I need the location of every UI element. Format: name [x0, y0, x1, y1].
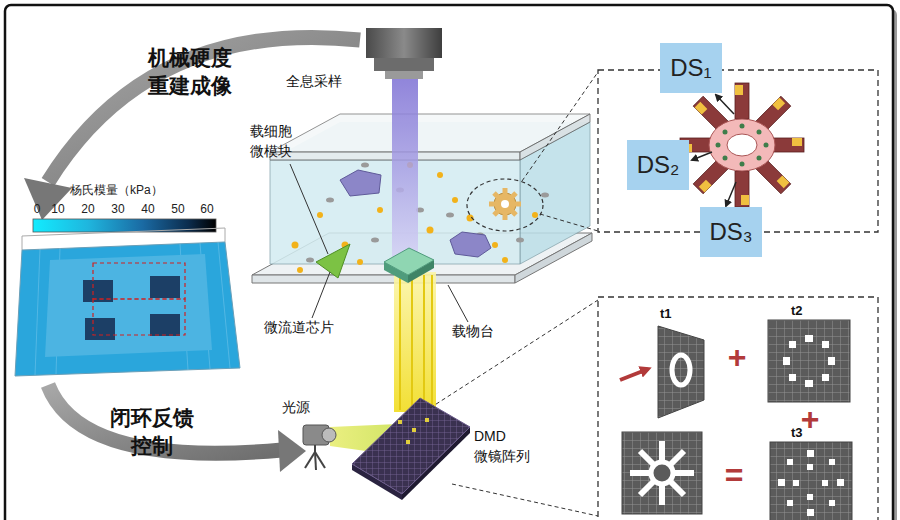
tick-label: 20: [76, 202, 100, 216]
detail-box: [598, 297, 878, 520]
node-text: DS₃: [709, 218, 752, 246]
objective-lens: [366, 28, 442, 79]
part-label: 载细胞 微模块: [250, 121, 300, 161]
holographic-beam: [392, 79, 418, 257]
arrow-head: [24, 178, 72, 220]
leader-line: [290, 164, 328, 254]
tick-label: 10: [46, 202, 70, 216]
cycle-label: 闭环反馈 控制: [106, 404, 198, 460]
zoom-line: [540, 214, 598, 231]
operator-symbol: =: [719, 458, 749, 492]
tick-label: 50: [166, 202, 190, 216]
arrow-head: [278, 430, 306, 472]
operator-symbol: +: [722, 340, 752, 374]
stiffness-map: [15, 228, 240, 376]
ds-box: DS₁: [660, 43, 722, 93]
tick-label: 30: [106, 202, 130, 216]
pentagon-module: [340, 170, 381, 196]
part-label: 光源: [282, 398, 322, 416]
triangle-module: [316, 244, 350, 278]
tick-label: 60: [195, 202, 219, 216]
part-label: DMD 微镜阵列: [474, 426, 540, 466]
tick-label: 40: [136, 202, 160, 216]
pointer-arrow: [692, 152, 712, 160]
mask-t3: [770, 442, 852, 520]
pointer-arrow: [716, 95, 734, 114]
mask-star: [622, 432, 702, 514]
ds-box: DS₂: [627, 140, 689, 190]
tick-label: 0: [25, 202, 49, 216]
projection-beam: [394, 272, 436, 412]
leader-line: [312, 272, 330, 318]
colorbar-title: 杨氏模量（kPa）: [70, 183, 200, 198]
zoom-line: [430, 300, 598, 408]
node-text: DS₂: [637, 151, 680, 179]
part-label: 载物台: [452, 322, 512, 340]
dmd-array: [352, 398, 470, 500]
pointer-arrow: [726, 182, 736, 206]
part-label: 全息采样: [286, 72, 366, 90]
square-module: [384, 248, 434, 283]
cover-plate: [270, 114, 590, 160]
part-label: 微流道芯片: [264, 318, 354, 336]
step-label: t3: [791, 425, 815, 441]
hexagon-module: [450, 232, 491, 257]
step-label: t1: [660, 306, 684, 322]
cycle-label: 机械硬度 重建成像: [148, 44, 240, 100]
frame: [5, 5, 893, 520]
step-label: t2: [791, 303, 815, 319]
light-source: [303, 425, 336, 470]
mask-t2: [768, 320, 850, 402]
ds-box: DS₃: [700, 207, 762, 257]
micro-structure: [680, 83, 804, 207]
leader-line: [448, 285, 468, 322]
zoom-line: [452, 484, 598, 516]
input-arrow: [620, 369, 648, 380]
node-text: DS₁: [670, 54, 711, 82]
colorbar: [33, 219, 216, 232]
zoom-line: [522, 72, 598, 181]
mask-t1: [658, 326, 704, 418]
gear-module: [467, 179, 543, 231]
